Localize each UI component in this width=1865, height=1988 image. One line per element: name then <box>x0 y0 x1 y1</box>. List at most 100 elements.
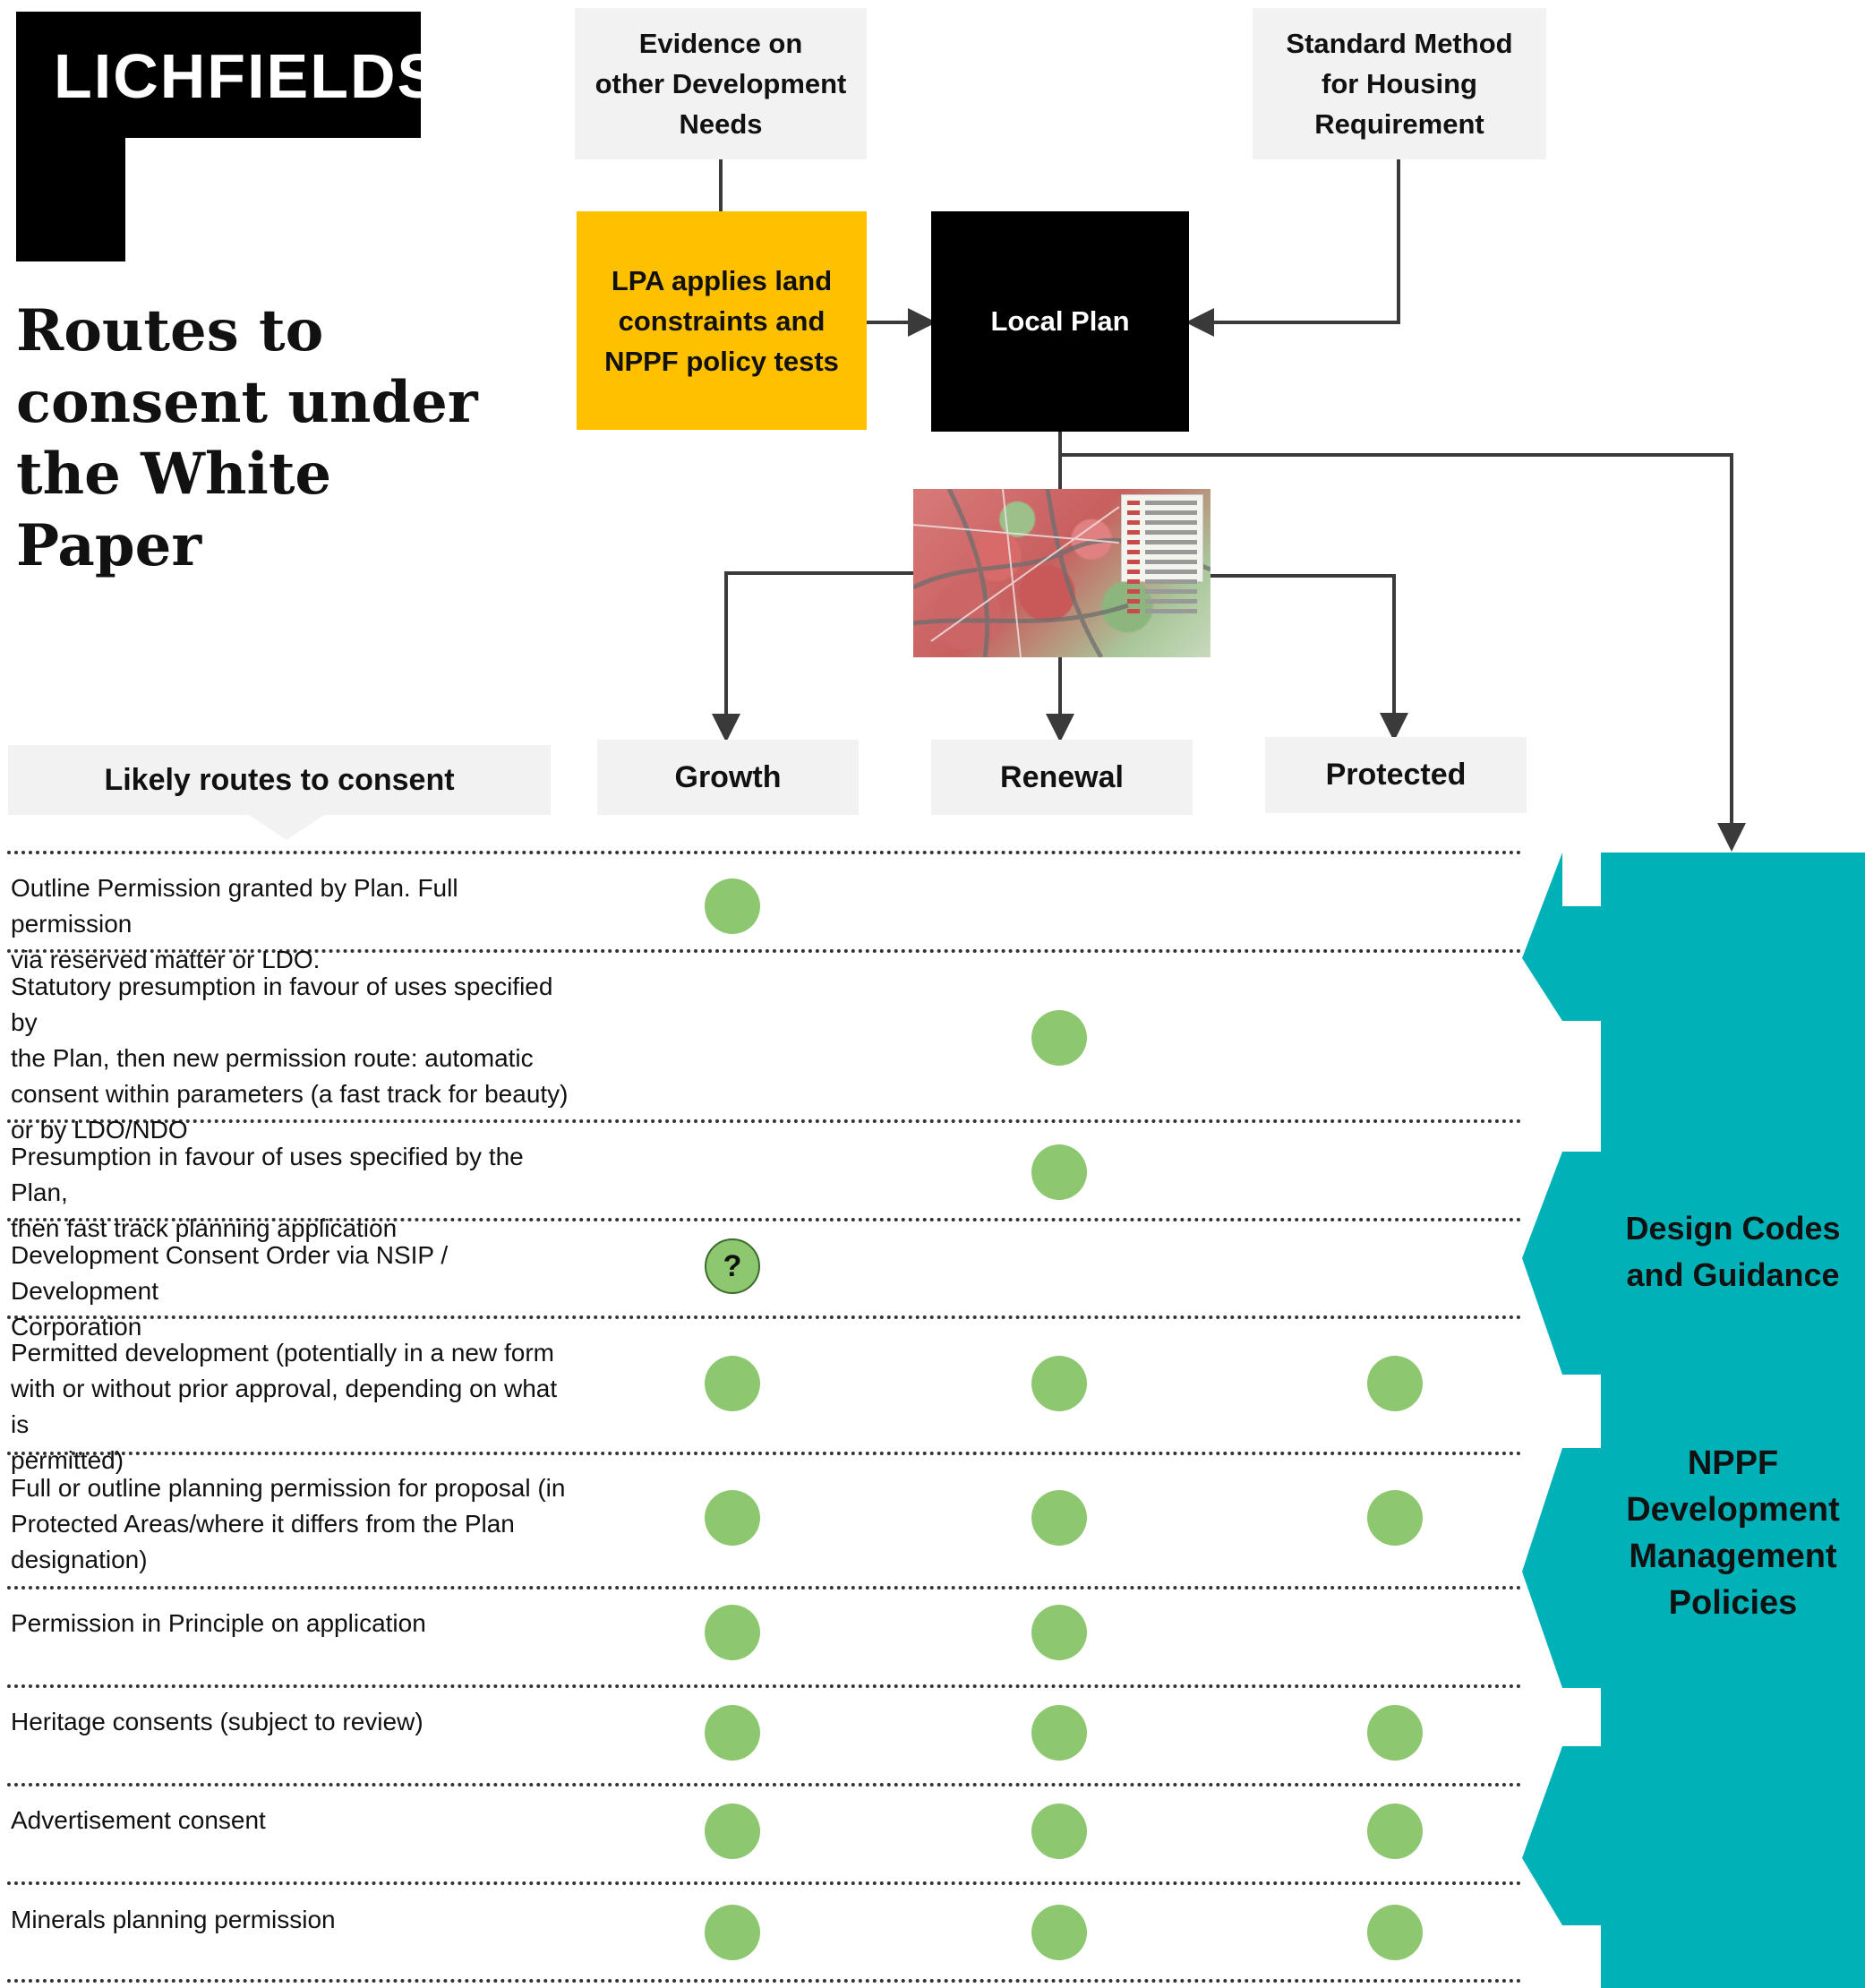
teal-notch <box>1562 1688 1601 1746</box>
row-divider <box>7 1119 1522 1123</box>
standard-method-line: Requirement <box>1314 108 1484 140</box>
route-description: Minerals planning permission <box>11 1902 570 1938</box>
route-description: Statutory presumption in favour of uses … <box>11 969 570 1148</box>
route-description-line: Full or outline planning permission for … <box>11 1474 566 1502</box>
nppf-line: Development <box>1626 1491 1840 1529</box>
route-description: Outline Permission granted by Plan. Full… <box>11 870 570 978</box>
route-description-line: Advertisement consent <box>11 1806 266 1834</box>
route-description: Permitted development (potentially in a … <box>11 1335 570 1478</box>
teal-panel <box>1601 853 1865 1988</box>
teal-notch <box>1562 1925 1601 1988</box>
evidence-line: Needs <box>679 108 763 140</box>
route-description-line: Minerals planning permission <box>11 1906 336 1933</box>
growth-applicable-marker <box>705 1356 760 1411</box>
teal-notch <box>1562 1021 1601 1152</box>
row-divider <box>7 1315 1522 1319</box>
renewal-applicable-marker <box>1031 1144 1087 1200</box>
arrow-standard-method-to-local-plan <box>1185 159 1400 337</box>
route-description-line: permitted) <box>11 1446 124 1474</box>
route-description: Heritage consents (subject to review) <box>11 1704 570 1740</box>
row-divider <box>7 1218 1522 1221</box>
category-protected: Protected <box>1265 737 1527 813</box>
local-plan-map <box>913 489 1211 657</box>
lpa-line: constraints and <box>618 304 826 337</box>
route-description: Permission in Principle on application <box>11 1606 570 1641</box>
growth-applicable-marker <box>705 1705 760 1761</box>
row-divider <box>7 1452 1522 1455</box>
route-description-line: Protected Areas/where it differs from th… <box>11 1510 515 1538</box>
protected-applicable-marker <box>1367 1490 1423 1546</box>
growth-applicable-marker <box>705 1905 760 1960</box>
route-description-line: Heritage consents (subject to review) <box>11 1708 423 1735</box>
route-description-line: Outline Permission granted by Plan. Full… <box>11 874 458 938</box>
growth-applicable-marker <box>705 1804 760 1859</box>
category-protected-label: Protected <box>1325 758 1467 792</box>
protected-applicable-marker <box>1367 1705 1423 1761</box>
category-renewal-label: Renewal <box>1000 759 1124 794</box>
renewal-applicable-marker <box>1031 1804 1087 1859</box>
title-line: the White Paper <box>16 441 332 579</box>
evidence-line: other Development <box>595 68 847 99</box>
row-divider <box>7 1979 1522 1983</box>
renewal-applicable-marker <box>1031 1605 1087 1660</box>
route-description-line: Permitted development (potentially in a … <box>11 1339 554 1367</box>
row-divider <box>7 949 1522 953</box>
route-description-line: Permission in Principle on application <box>11 1609 426 1637</box>
route-description-line: via reserved matter or LDO. <box>11 946 321 973</box>
renewal-applicable-marker <box>1031 1490 1087 1546</box>
route-description: Advertisement consent <box>11 1803 570 1838</box>
route-description-line: or by LDO/NDO <box>11 1116 188 1144</box>
logo-stem <box>16 134 125 261</box>
nppf-line: Management <box>1629 1538 1837 1575</box>
route-description-line: Statutory presumption in favour of uses … <box>11 973 553 1036</box>
title-line: consent under <box>16 369 478 436</box>
page-title: Routes to consent under the White Paper <box>16 296 518 582</box>
teal-chevron-arrow <box>1522 1152 1601 1375</box>
nppf-label: NPPF Development Management Policies <box>1601 1440 1865 1626</box>
arrow-map-to-growth <box>712 571 913 742</box>
teal-notch <box>1562 853 1601 906</box>
local-plan-label: Local Plan <box>990 305 1130 337</box>
protected-applicable-marker <box>1367 1356 1423 1411</box>
row-divider <box>7 851 1522 854</box>
design-codes-line: Design Codes <box>1625 1210 1841 1247</box>
logo-block <box>16 12 421 138</box>
routes-header-pointer <box>249 815 324 840</box>
renewal-applicable-marker <box>1031 1905 1087 1960</box>
evidence-box: Evidence on other Development Needs <box>575 8 867 159</box>
teal-chevron-arrow <box>1522 1746 1601 1925</box>
route-description-line: then fast track planning application <box>11 1214 398 1242</box>
standard-method-line: for Housing <box>1322 68 1477 99</box>
growth-possible-marker: ? <box>705 1238 760 1294</box>
arrow-map-to-protected <box>1211 574 1408 741</box>
route-description-line: Presumption in favour of uses specified … <box>11 1143 524 1206</box>
routes-header-label: Likely routes to consent <box>104 762 455 797</box>
row-divider <box>7 1586 1522 1590</box>
route-description: Presumption in favour of uses specified … <box>11 1139 570 1247</box>
nppf-line: NPPF <box>1687 1444 1779 1482</box>
renewal-applicable-marker <box>1031 1010 1087 1066</box>
route-description-line: Corporation <box>11 1313 142 1341</box>
nppf-line: Policies <box>1668 1584 1798 1622</box>
row-divider <box>7 1783 1522 1787</box>
logo-text: LICHFIELDS <box>54 41 441 111</box>
route-description-line: consent within parameters (a fast track … <box>11 1080 569 1108</box>
protected-applicable-marker <box>1367 1804 1423 1859</box>
route-description-line: Development Consent Order via NSIP / Dev… <box>11 1241 449 1305</box>
route-description-line: the Plan, then new permission route: aut… <box>11 1044 534 1072</box>
lpa-box: LPA applies land constraints and NPPF po… <box>577 211 867 430</box>
route-description-line: with or without prior approval, dependin… <box>11 1375 558 1438</box>
row-divider <box>7 1684 1522 1688</box>
local-plan-box: Local Plan <box>931 211 1189 432</box>
route-description: Full or outline planning permission for … <box>11 1470 570 1578</box>
lpa-line: NPPF policy tests <box>604 345 839 377</box>
category-growth-label: Growth <box>674 759 782 794</box>
design-codes-label: Design Codes and Guidance <box>1601 1205 1865 1298</box>
category-growth: Growth <box>597 740 859 815</box>
protected-applicable-marker <box>1367 1905 1423 1960</box>
evidence-line: Evidence on <box>638 28 803 59</box>
renewal-applicable-marker <box>1031 1705 1087 1761</box>
arrow-local-plan-to-design-codes <box>1060 453 1746 852</box>
